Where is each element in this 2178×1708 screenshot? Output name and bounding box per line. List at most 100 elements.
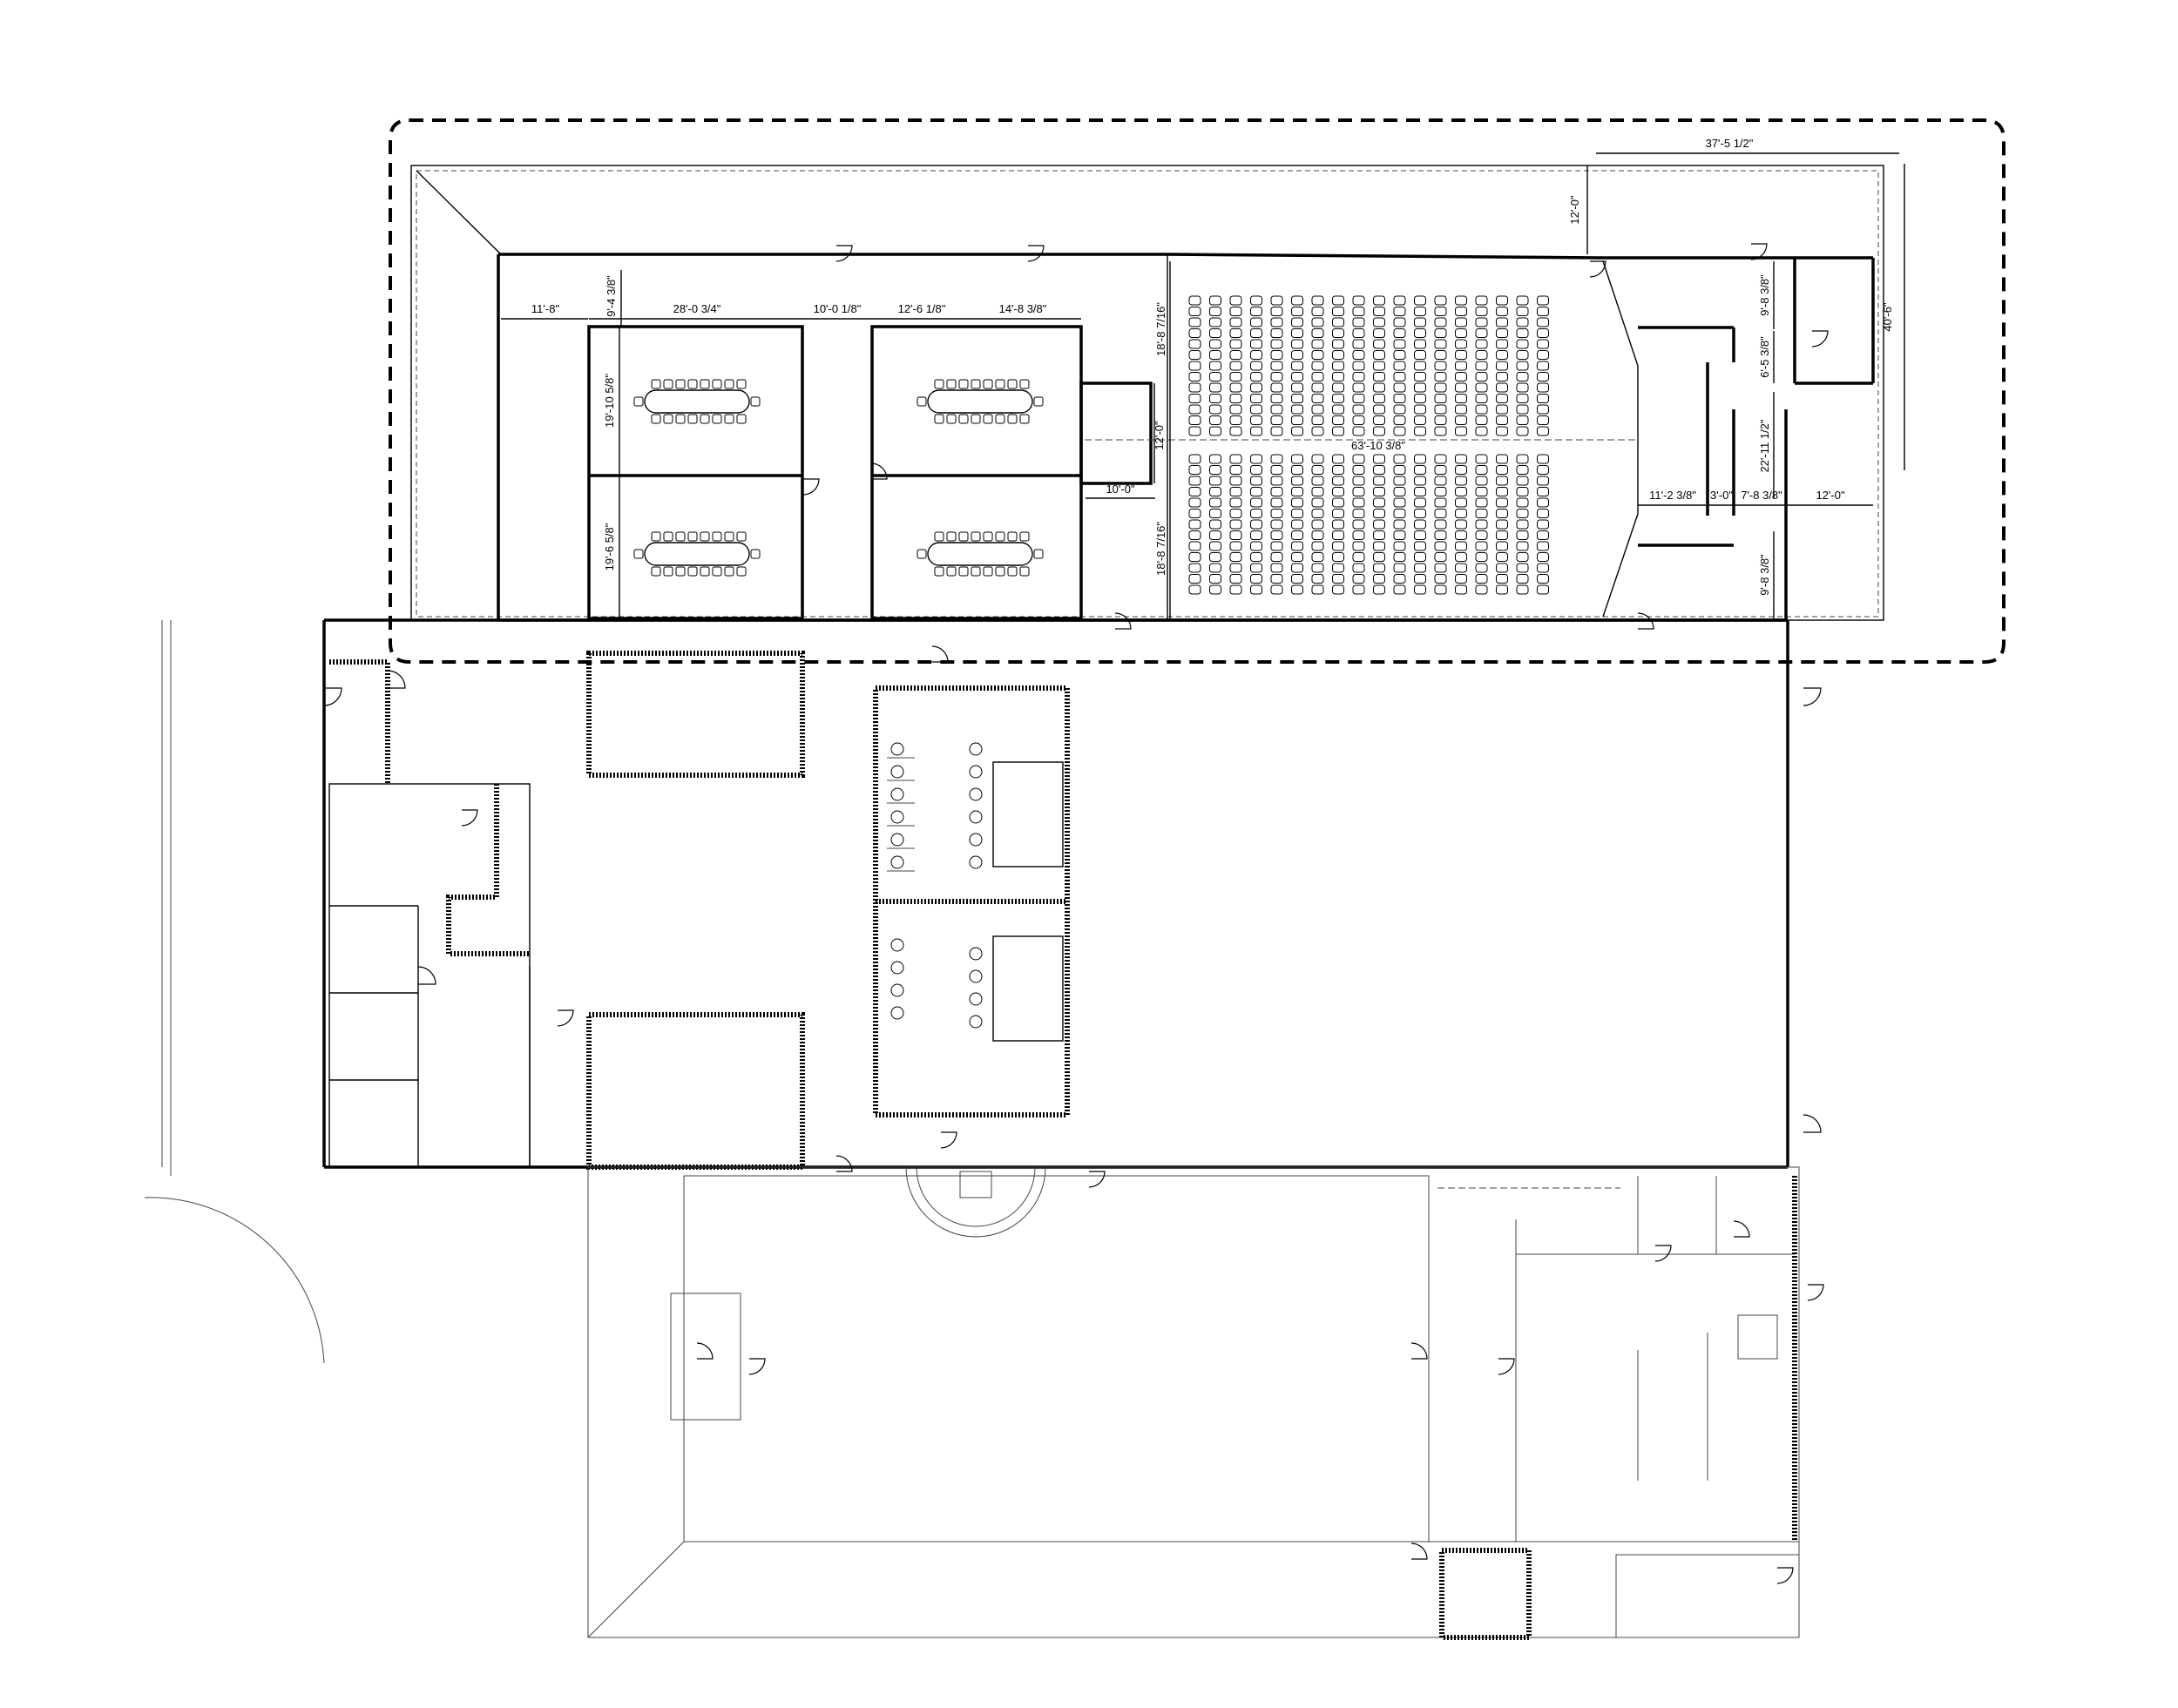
auditorium-seat	[1373, 404, 1385, 415]
auditorium-seat	[1352, 394, 1365, 403]
auditorium-seat	[1455, 509, 1467, 518]
auditorium-seat	[1311, 372, 1324, 381]
auditorium-seat	[1373, 454, 1385, 464]
auditorium-seat	[1455, 350, 1467, 360]
door-swing	[835, 1155, 853, 1172]
auditorium-seat	[1332, 415, 1344, 425]
auditorium-seat	[1414, 339, 1426, 349]
auditorium-seat	[1188, 487, 1201, 496]
auditorium-seat	[1475, 350, 1488, 360]
conference-chair	[1033, 549, 1044, 559]
auditorium-seat	[1537, 497, 1549, 508]
auditorium-seat	[1455, 465, 1467, 475]
conference-chair	[958, 379, 969, 389]
conference-chair	[1007, 379, 1018, 389]
auditorium-seat	[1537, 307, 1549, 316]
auditorium-seat	[1311, 339, 1324, 349]
auditorium-seat	[1209, 361, 1221, 371]
auditorium-seat	[1291, 372, 1303, 381]
auditorium-seat	[1209, 530, 1221, 540]
conference-chair	[651, 379, 661, 389]
conference-chair	[675, 531, 686, 542]
auditorium-seat	[1537, 454, 1549, 464]
door-swing	[1803, 1114, 1822, 1133]
auditorium-seat	[1209, 372, 1221, 381]
conference-chair	[663, 566, 673, 577]
auditorium-seat	[1537, 509, 1549, 518]
auditorium-seat	[1332, 350, 1344, 360]
door-swing	[387, 670, 406, 689]
dim-left-corridor: 11'-8"	[531, 302, 560, 315]
auditorium-seat	[1434, 404, 1447, 415]
auditorium-seat	[1291, 361, 1303, 371]
auditorium-seat	[1209, 307, 1221, 316]
auditorium-seat	[1537, 382, 1549, 393]
door-swing	[748, 1358, 766, 1375]
auditorium-seat	[1393, 328, 1406, 338]
door-swing	[1776, 1567, 1794, 1584]
auditorium-seat	[1475, 415, 1488, 425]
door-swing	[557, 1009, 574, 1027]
auditorium-seat	[1311, 415, 1324, 425]
auditorium-seat	[1209, 574, 1221, 584]
sink-fixture	[969, 742, 983, 756]
auditorium-seat	[1496, 476, 1508, 486]
auditorium-seat	[1414, 541, 1426, 551]
auditorium-seat	[1475, 476, 1488, 486]
auditorium-seat	[1414, 574, 1426, 584]
auditorium-seat	[1332, 454, 1344, 464]
auditorium-seat	[1311, 465, 1324, 475]
auditorium-seat	[1250, 394, 1262, 403]
auditorium-seat	[1291, 476, 1303, 486]
conference-chair	[736, 531, 747, 542]
door-swing	[835, 245, 853, 262]
auditorium-seat	[1393, 372, 1406, 381]
conference-chair	[700, 379, 710, 389]
auditorium-seat	[1250, 382, 1262, 393]
addition-boundary	[389, 118, 2006, 664]
auditorium-seat	[1434, 541, 1447, 551]
auditorium-seat	[1393, 519, 1406, 530]
auditorium-seat	[1414, 530, 1426, 540]
auditorium-seat	[1414, 519, 1426, 530]
meeting-rooms	[587, 325, 1153, 620]
auditorium-seat	[1393, 361, 1406, 371]
auditorium-seat	[1250, 465, 1262, 475]
auditorium-seat	[1311, 584, 1324, 595]
auditorium-seat	[1352, 307, 1365, 316]
auditorium-seat	[1496, 307, 1508, 316]
conference-chair	[687, 531, 698, 542]
auditorium-seat	[1229, 509, 1242, 518]
auditorium-seat	[1537, 552, 1549, 562]
auditorium-seat	[1270, 295, 1283, 306]
toilet-fixture	[890, 961, 904, 975]
dim-hall-length: 63'-10 3/8"	[1351, 439, 1405, 452]
sink-fixture	[969, 765, 983, 779]
auditorium-seat	[1332, 317, 1344, 327]
auditorium-seat	[1188, 404, 1201, 415]
auditorium-seat	[1311, 487, 1324, 496]
auditorium-seat	[1455, 328, 1467, 338]
auditorium-seat	[1229, 404, 1242, 415]
auditorium-seat	[1496, 426, 1508, 436]
auditorium-seat	[1434, 339, 1447, 349]
auditorium-seat	[1311, 394, 1324, 403]
auditorium-seat	[1209, 519, 1221, 530]
auditorium-seat	[1537, 295, 1549, 306]
auditorium-seat	[1455, 519, 1467, 530]
auditorium-seat	[1455, 563, 1467, 573]
auditorium-seat	[1188, 307, 1201, 316]
auditorium-seat	[1270, 404, 1283, 415]
door-swing	[870, 462, 888, 480]
auditorium-seat	[1496, 541, 1508, 551]
auditorium-seat	[1373, 295, 1385, 306]
auditorium-seat	[1209, 394, 1221, 403]
dim-vestibule-width: 10'-0"	[1106, 483, 1135, 496]
auditorium-seat	[1373, 426, 1385, 436]
auditorium-seat	[1291, 497, 1303, 508]
auditorium-seat	[1209, 584, 1221, 595]
auditorium-seat	[1311, 509, 1324, 518]
auditorium-seat	[1496, 574, 1508, 584]
auditorium-seat	[1311, 426, 1324, 436]
auditorium-seat	[1311, 404, 1324, 415]
